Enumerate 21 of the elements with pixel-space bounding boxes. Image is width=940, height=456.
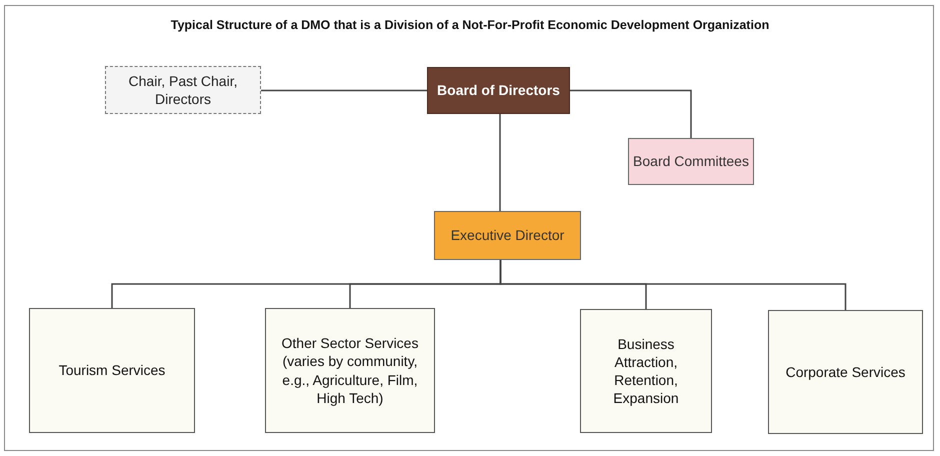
department-box [580,309,712,433]
department-box [768,310,923,434]
connector-line [570,90,692,138]
box-label: Other Sector Services (varies by community, e.g., Agriculture, Film, High Tech) [280,334,420,407]
diagram-title: Typical Structure of a DMO that is a Division of a Not-For-Profit Economic Development Organization [170,18,770,32]
committee-box [628,138,754,185]
box-label: Chair, Past Chair, Directors [128,72,238,108]
department-box [265,308,435,433]
box-label: Business Attraction, Retention, Expansion [612,334,680,408]
box-label: Executive Director [450,226,564,245]
box-label: Board of Directors [437,81,560,100]
connector-line [499,114,501,211]
box-label: Tourism Services [58,361,166,380]
connector-line [500,260,846,310]
box-label: Board Committees [633,152,749,171]
box-label: Corporate Services [786,362,906,382]
board-box [427,67,570,114]
connector-line [261,90,427,92]
group-box [105,66,261,114]
executive-box [434,211,581,260]
department-box [29,308,195,433]
